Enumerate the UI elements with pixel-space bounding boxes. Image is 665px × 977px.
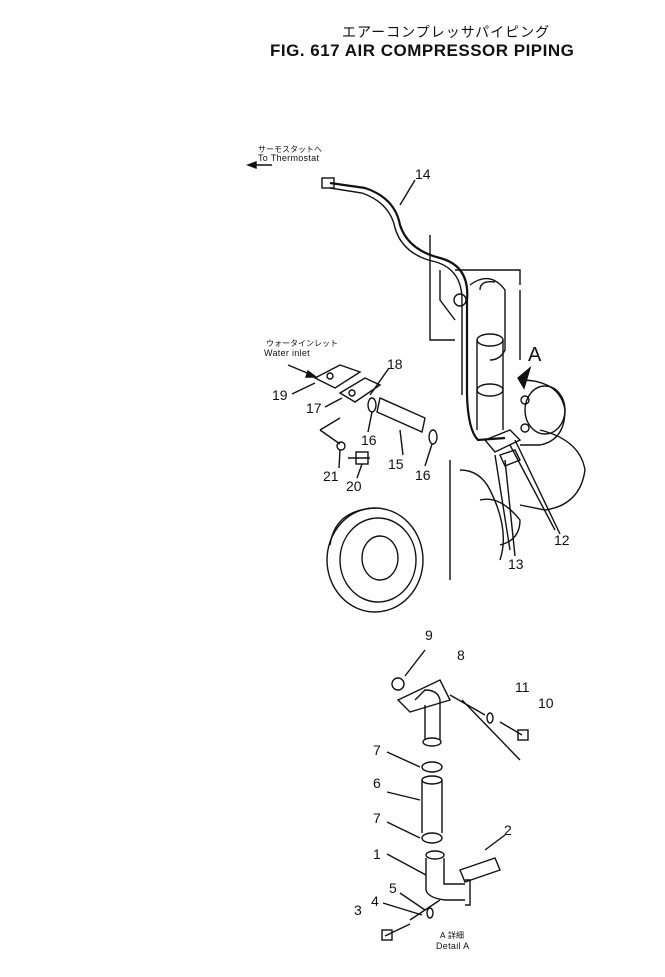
view-arrow-label: A [528, 344, 542, 366]
water-inlet-label-jp: ウォータインレット [266, 339, 338, 348]
callout-12: 12 [554, 532, 570, 548]
callout-15: 15 [388, 456, 404, 472]
title-japanese: エアーコンプレッサパイピング [342, 25, 551, 41]
detail-a-parts [381, 649, 529, 941]
thermostat-arrow [246, 160, 272, 170]
callout-2: 2 [504, 822, 512, 838]
water-inlet-label-en: Water inlet [264, 348, 310, 358]
callout-7-upper: 7 [373, 742, 381, 758]
callout-9: 9 [425, 627, 433, 643]
callout-7-lower: 7 [373, 810, 381, 826]
detail-label-jp: A 詳細 [440, 931, 465, 940]
leader-lines [291, 367, 561, 916]
pulley [326, 507, 424, 613]
thermostat-label-jp: サーモスタットへ [258, 145, 322, 154]
callout-4: 4 [371, 893, 379, 909]
fittings-12-13 [483, 365, 556, 551]
callout-18: 18 [387, 356, 403, 372]
callout-3: 3 [354, 902, 362, 918]
callout-11: 11 [515, 679, 530, 695]
callout-13: 13 [508, 556, 524, 572]
callout-16-upper: 16 [361, 432, 377, 448]
callout-16-lower: 16 [415, 467, 431, 483]
callout-20: 20 [346, 478, 362, 494]
pipe-14 [321, 177, 506, 442]
callout-5: 5 [389, 880, 397, 896]
callout-21: 21 [323, 468, 339, 484]
engine-block [429, 235, 586, 580]
detail-label-en: Detail A [436, 941, 470, 951]
callout-19: 19 [272, 387, 288, 403]
thermostat-label-en: To Thermostat [258, 153, 320, 163]
callout-14: 14 [415, 166, 431, 182]
callout-6: 6 [373, 775, 381, 791]
title-english: FIG. 617 AIR COMPRESSOR PIPING [270, 41, 575, 60]
callout-17: 17 [306, 400, 322, 416]
callout-10: 10 [538, 695, 554, 711]
callout-1: 1 [373, 846, 381, 862]
callout-8: 8 [457, 647, 465, 663]
